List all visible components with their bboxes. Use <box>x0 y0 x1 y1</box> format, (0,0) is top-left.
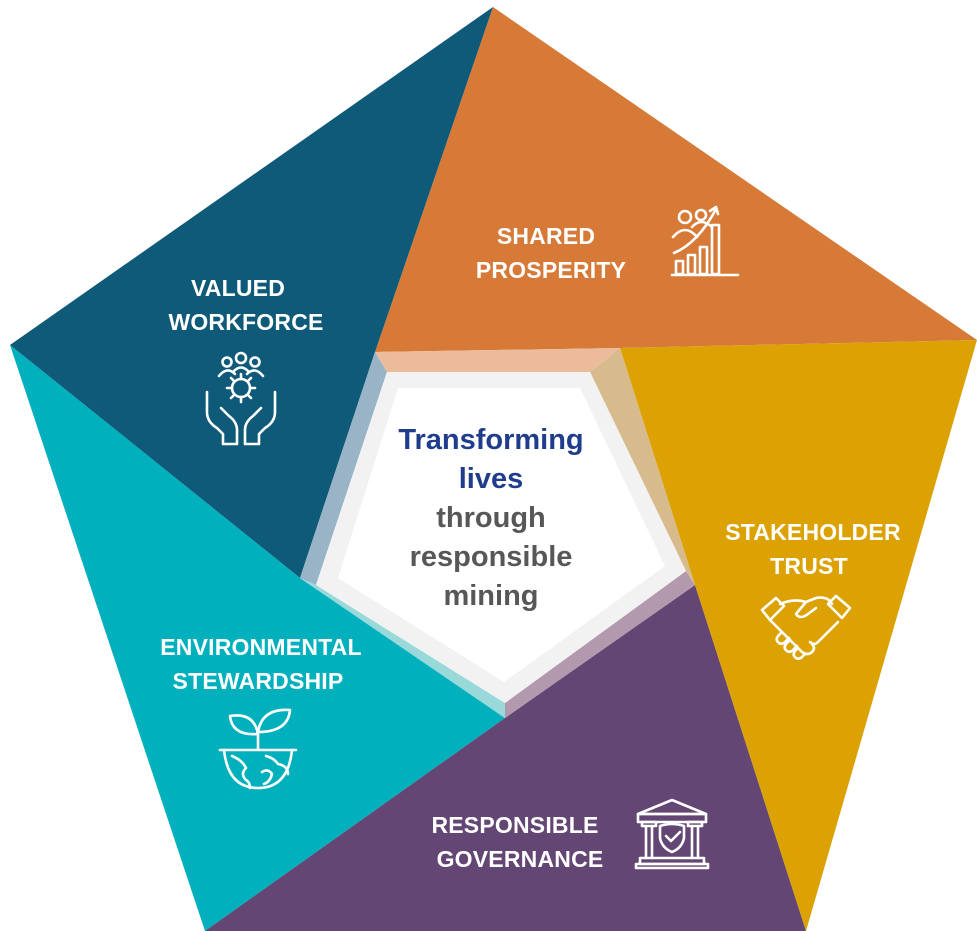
inner-rim-valued <box>300 352 387 585</box>
handshake-icon <box>760 594 852 661</box>
center-panel-highlight <box>338 388 665 682</box>
growth-chart-people-icon <box>670 205 740 277</box>
label-environmental-stewardship-line-1: ENVIRONMENTAL <box>160 634 362 660</box>
inner-rim-environmental <box>300 578 505 718</box>
center-line-4: responsible <box>410 541 573 573</box>
segment-environmental-stewardship <box>10 345 505 931</box>
segment-shared-prosperity <box>375 7 977 352</box>
segment-responsible-governance <box>205 585 806 931</box>
label-valued-workforce-line-2: WORKFORCE <box>168 309 323 335</box>
label-responsible-governance-line-1: RESPONSIBLE <box>431 812 598 838</box>
people-gear-hands-icon <box>205 351 277 446</box>
label-stakeholder-trust: STAKEHOLDER TRUST <box>725 519 901 579</box>
inner-rim-governance <box>505 571 695 718</box>
label-valued-workforce: VALUED WORKFORCE <box>168 275 323 335</box>
institution-shield-icon <box>634 798 710 870</box>
label-shared-prosperity-line-1: SHARED <box>497 223 595 249</box>
center-line-3: through <box>436 502 546 534</box>
label-responsible-governance-line-2: GOVERNANCE <box>437 846 604 872</box>
label-stakeholder-trust-line-2: TRUST <box>770 553 848 579</box>
inner-rim-trust <box>590 348 695 585</box>
label-valued-workforce-line-1: VALUED <box>191 275 285 301</box>
label-stakeholder-trust-line-1: STAKEHOLDER <box>725 519 901 545</box>
label-shared-prosperity-line-2: PROSPERITY <box>476 257 626 283</box>
label-responsible-governance: RESPONSIBLE GOVERNANCE <box>431 812 603 872</box>
segment-stakeholder-trust <box>620 340 977 931</box>
label-shared-prosperity: SHARED PROSPERITY <box>476 223 626 283</box>
label-environmental-stewardship-line-2: STEWARDSHIP <box>173 668 344 694</box>
label-environmental-stewardship: ENVIRONMENTAL STEWARDSHIP <box>160 634 362 694</box>
segment-valued-workforce <box>10 7 493 578</box>
center-title: Transforming lives through responsible m… <box>398 424 583 612</box>
center-line-5: mining <box>443 580 538 612</box>
earth-sprout-icon <box>218 708 298 790</box>
center-line-2: lives <box>459 463 524 495</box>
center-line-1: Transforming <box>398 424 583 456</box>
inner-rim-shared <box>375 348 620 372</box>
